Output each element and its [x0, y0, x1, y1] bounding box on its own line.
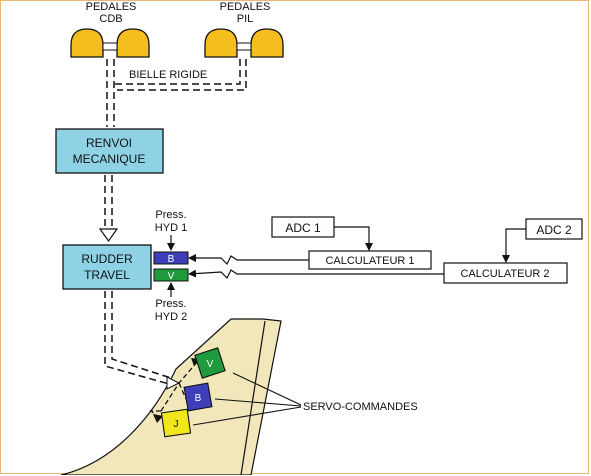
calculateur2-block: CALCULATEUR 2	[443, 262, 568, 284]
channel-green-label: V	[168, 271, 175, 282]
pedals-cdb-label-2: CDB	[99, 13, 122, 25]
hyd2-label-2: HYD 2	[155, 311, 187, 323]
pedals-pil: PEDALES PIL	[204, 1, 284, 58]
renvoi-label-2: MECANIQUE	[73, 152, 146, 166]
rudder-channel-blue: B	[153, 251, 189, 265]
renvoi-to-rudder-link	[104, 175, 113, 229]
adc1-block: ADC 1	[271, 216, 335, 238]
bielle-rigide-label: BIELLE RIGIDE	[129, 69, 207, 81]
hyd1-label-2: HYD 1	[155, 222, 187, 234]
adc1-label: ADC 1	[285, 221, 321, 235]
hyd2-label-1: Press.	[155, 298, 186, 310]
renvoi-label-1: RENVOI	[86, 136, 132, 150]
calc1-label: CALCULATEUR 1	[325, 255, 414, 267]
renvoi-mecanique-block: RENVOI MECANIQUE	[55, 128, 164, 174]
rudder-label-2: TRAVEL	[84, 268, 130, 282]
calc2-signal-line	[188, 269, 444, 280]
bielle-rigide-link	[111, 59, 247, 91]
fin-hinge-line	[240, 320, 266, 475]
calc2-label: CALCULATEUR 2	[460, 268, 549, 280]
calculateur1-block: CALCULATEUR 1	[308, 250, 432, 270]
rudder-label-1: RUDDER	[81, 252, 133, 266]
cdb-to-renvoi-link	[106, 59, 115, 127]
rudder-to-servo-link	[104, 291, 172, 385]
rudder-channel-green: V	[153, 268, 189, 282]
renvoi-arrowhead	[98, 228, 119, 243]
servo-bottom-arrowhead	[153, 414, 163, 423]
hyd1-label-1: Press.	[155, 209, 186, 221]
servo-blue-label: B	[195, 393, 202, 404]
servo-green: V	[194, 347, 226, 379]
adc2-block: ADC 2	[525, 218, 583, 240]
pedals-pil-label-2: PIL	[237, 13, 254, 25]
pedals-pil-label-1: PEDALES	[220, 1, 271, 13]
servo-blue: B	[183, 382, 213, 412]
channel-blue-label: B	[168, 254, 175, 265]
servo-yellow-label: J	[174, 419, 179, 430]
servo-commandes-label: SERVO-COMMANDES	[303, 401, 418, 413]
servo-pointer-lines	[192, 372, 302, 426]
servo-link-arrowhead	[166, 376, 181, 390]
servo-yellow: J	[160, 408, 192, 438]
pedals-cdb: PEDALES CDB	[70, 1, 150, 58]
servo-green-label: V	[207, 359, 214, 370]
vertical-fin	[60, 318, 282, 475]
adc2-label: ADC 2	[536, 223, 572, 237]
adc2-arrow	[502, 228, 526, 263]
adc1-arrow	[334, 226, 373, 251]
pedals-cdb-label-1: PEDALES	[86, 1, 137, 13]
calc1-signal-line	[188, 254, 309, 266]
rudder-travel-block: RUDDER TRAVEL	[62, 244, 152, 290]
